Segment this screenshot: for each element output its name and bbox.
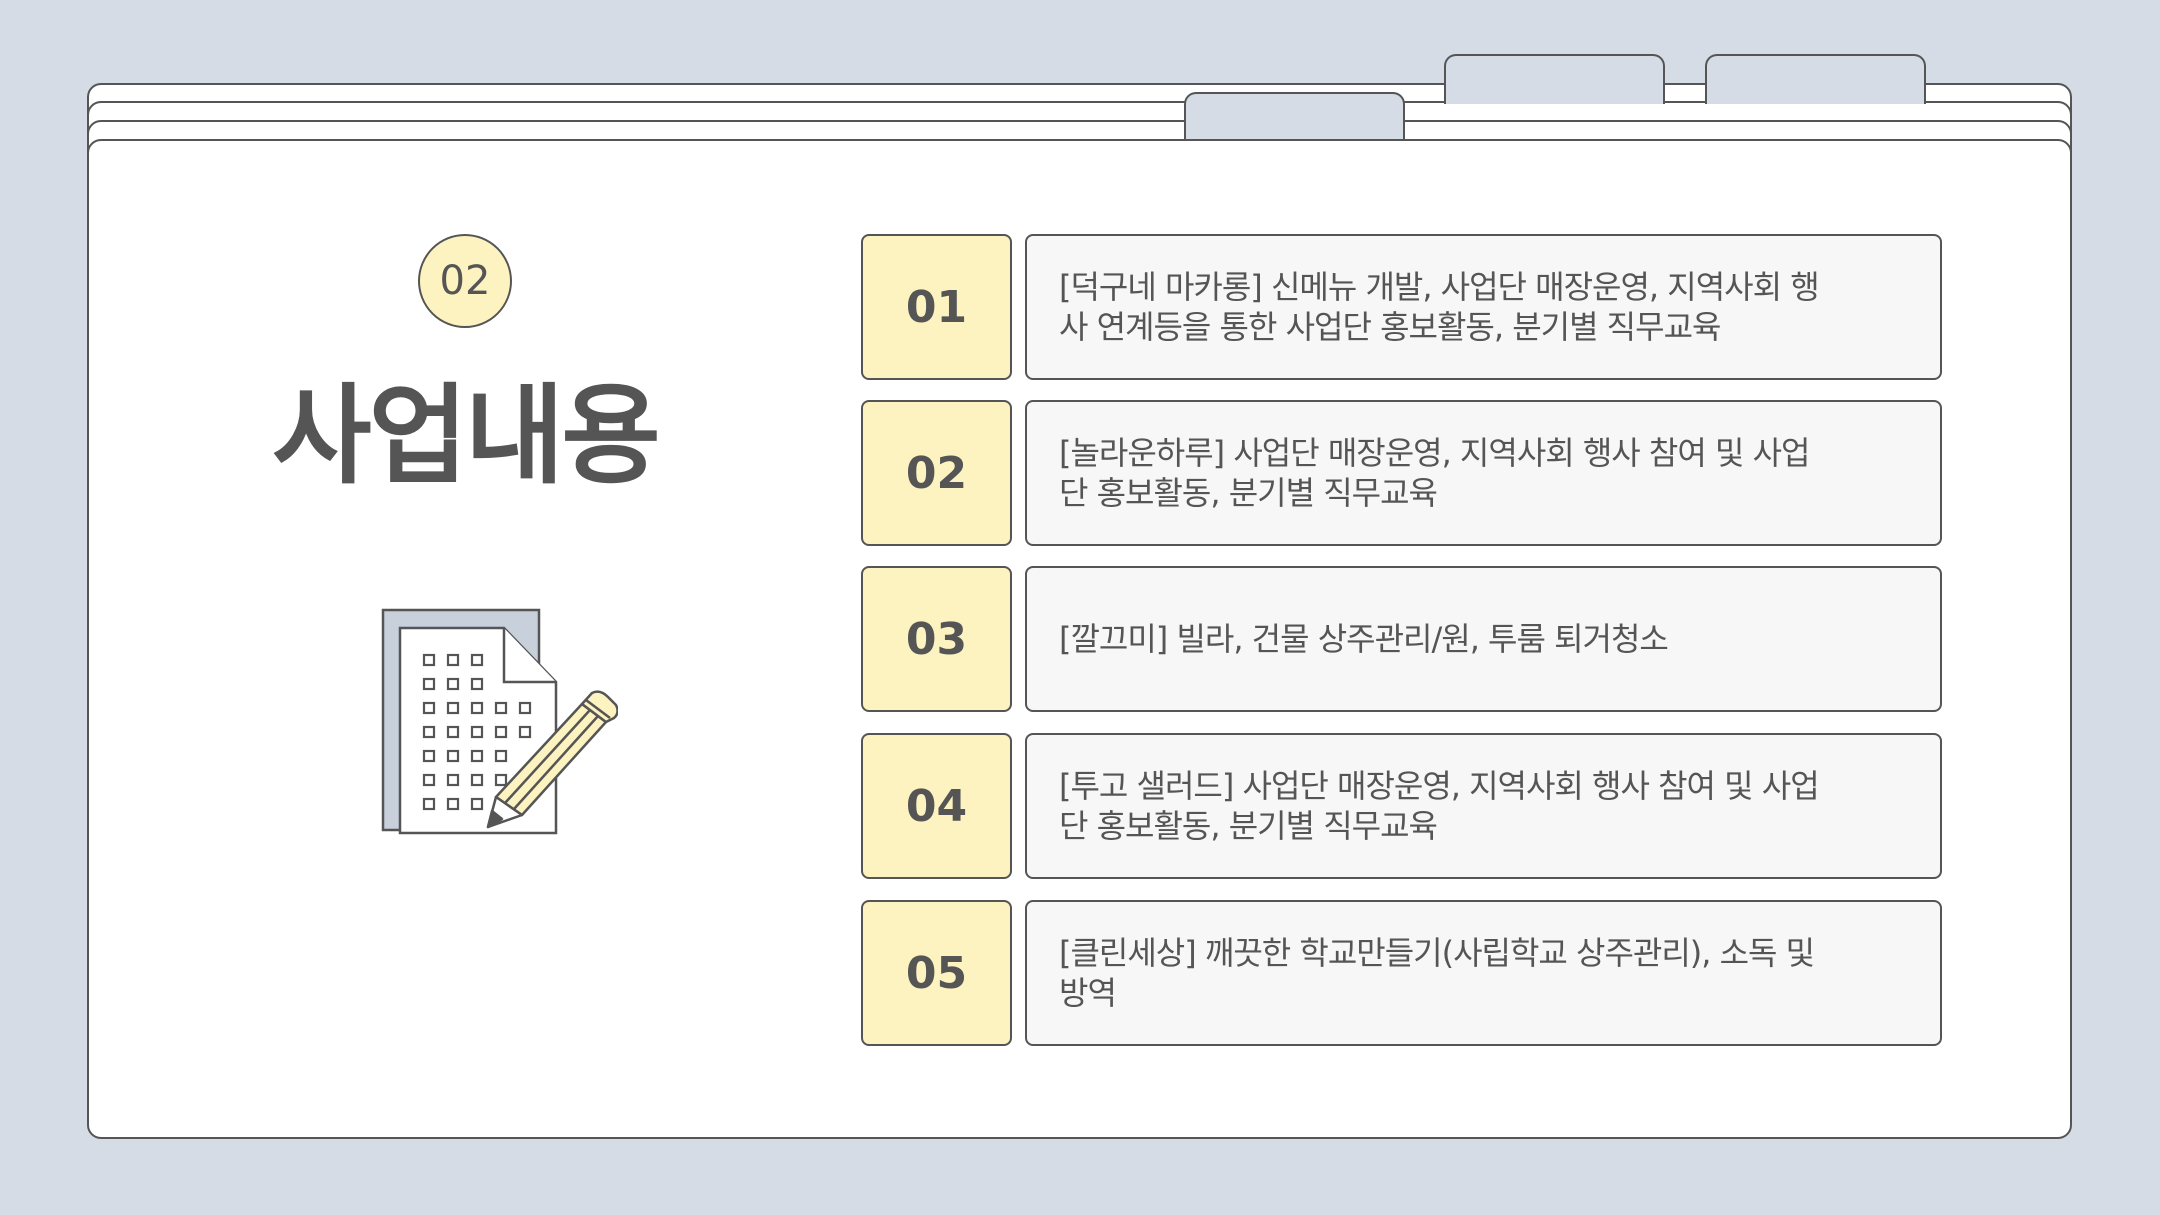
item-number-box: 02 xyxy=(861,400,1012,546)
item-number-box: 04 xyxy=(861,733,1012,879)
item-text: [클린세상] 깨끗한 학교만들기(사립학교 상주관리), 소독 및 방역 xyxy=(1059,934,1815,1012)
item-number-box: 05 xyxy=(861,900,1012,1046)
document-pencil-icon xyxy=(381,608,618,835)
item-text-box: [투고 샐러드] 사업단 매장운영, 지역사회 행사 참여 및 사업단 홍보활동… xyxy=(1025,733,1942,879)
item-number-box: 01 xyxy=(861,234,1012,380)
item-text-box: [놀라운하루] 사업단 매장운영, 지역사회 행사 참여 및 사업단 홍보활동,… xyxy=(1025,400,1942,546)
section-number-badge: 02 xyxy=(418,234,512,328)
item-text: [깔끄미] 빌라, 건물 상주관리/원, 투룸 퇴거청소 xyxy=(1059,620,1669,658)
folder-tab-2 xyxy=(1705,54,1926,104)
item-number: 03 xyxy=(905,613,968,665)
list-item: 03 [깔끄미] 빌라, 건물 상주관리/원, 투룸 퇴거청소 xyxy=(861,566,1942,712)
list-item: 05 [클린세상] 깨끗한 학교만들기(사립학교 상주관리), 소독 및 방역 xyxy=(861,900,1942,1046)
item-number: 04 xyxy=(905,780,968,832)
page-title: 사업내용 xyxy=(272,374,660,499)
item-number-box: 03 xyxy=(861,566,1012,712)
list-item: 01 [덕구네 마카롱] 신메뉴 개발, 사업단 매장운영, 지역사회 행사 연… xyxy=(861,234,1942,380)
folder-tab-1 xyxy=(1444,54,1665,104)
item-text: [투고 샐러드] 사업단 매장운영, 지역사회 행사 참여 및 사업단 홍보활동… xyxy=(1059,767,1820,845)
item-number: 05 xyxy=(905,947,968,999)
list-item: 04 [투고 샐러드] 사업단 매장운영, 지역사회 행사 참여 및 사업단 홍… xyxy=(861,733,1942,879)
item-text-box: [덕구네 마카롱] 신메뉴 개발, 사업단 매장운영, 지역사회 행사 연계등을… xyxy=(1025,234,1942,380)
item-text-box: [깔끄미] 빌라, 건물 상주관리/원, 투룸 퇴거청소 xyxy=(1025,566,1942,712)
item-text-box: [클린세상] 깨끗한 학교만들기(사립학교 상주관리), 소독 및 방역 xyxy=(1025,900,1942,1046)
item-number: 02 xyxy=(905,447,968,499)
section-number: 02 xyxy=(439,258,491,304)
item-text: [덕구네 마카롱] 신메뉴 개발, 사업단 매장운영, 지역사회 행사 연계등을… xyxy=(1059,268,1820,346)
folder-tab-3 xyxy=(1184,92,1405,142)
item-text: [놀라운하루] 사업단 매장운영, 지역사회 행사 참여 및 사업단 홍보활동,… xyxy=(1059,434,1810,512)
list-item: 02 [놀라운하루] 사업단 매장운영, 지역사회 행사 참여 및 사업단 홍보… xyxy=(861,400,1942,546)
item-number: 01 xyxy=(905,281,968,333)
